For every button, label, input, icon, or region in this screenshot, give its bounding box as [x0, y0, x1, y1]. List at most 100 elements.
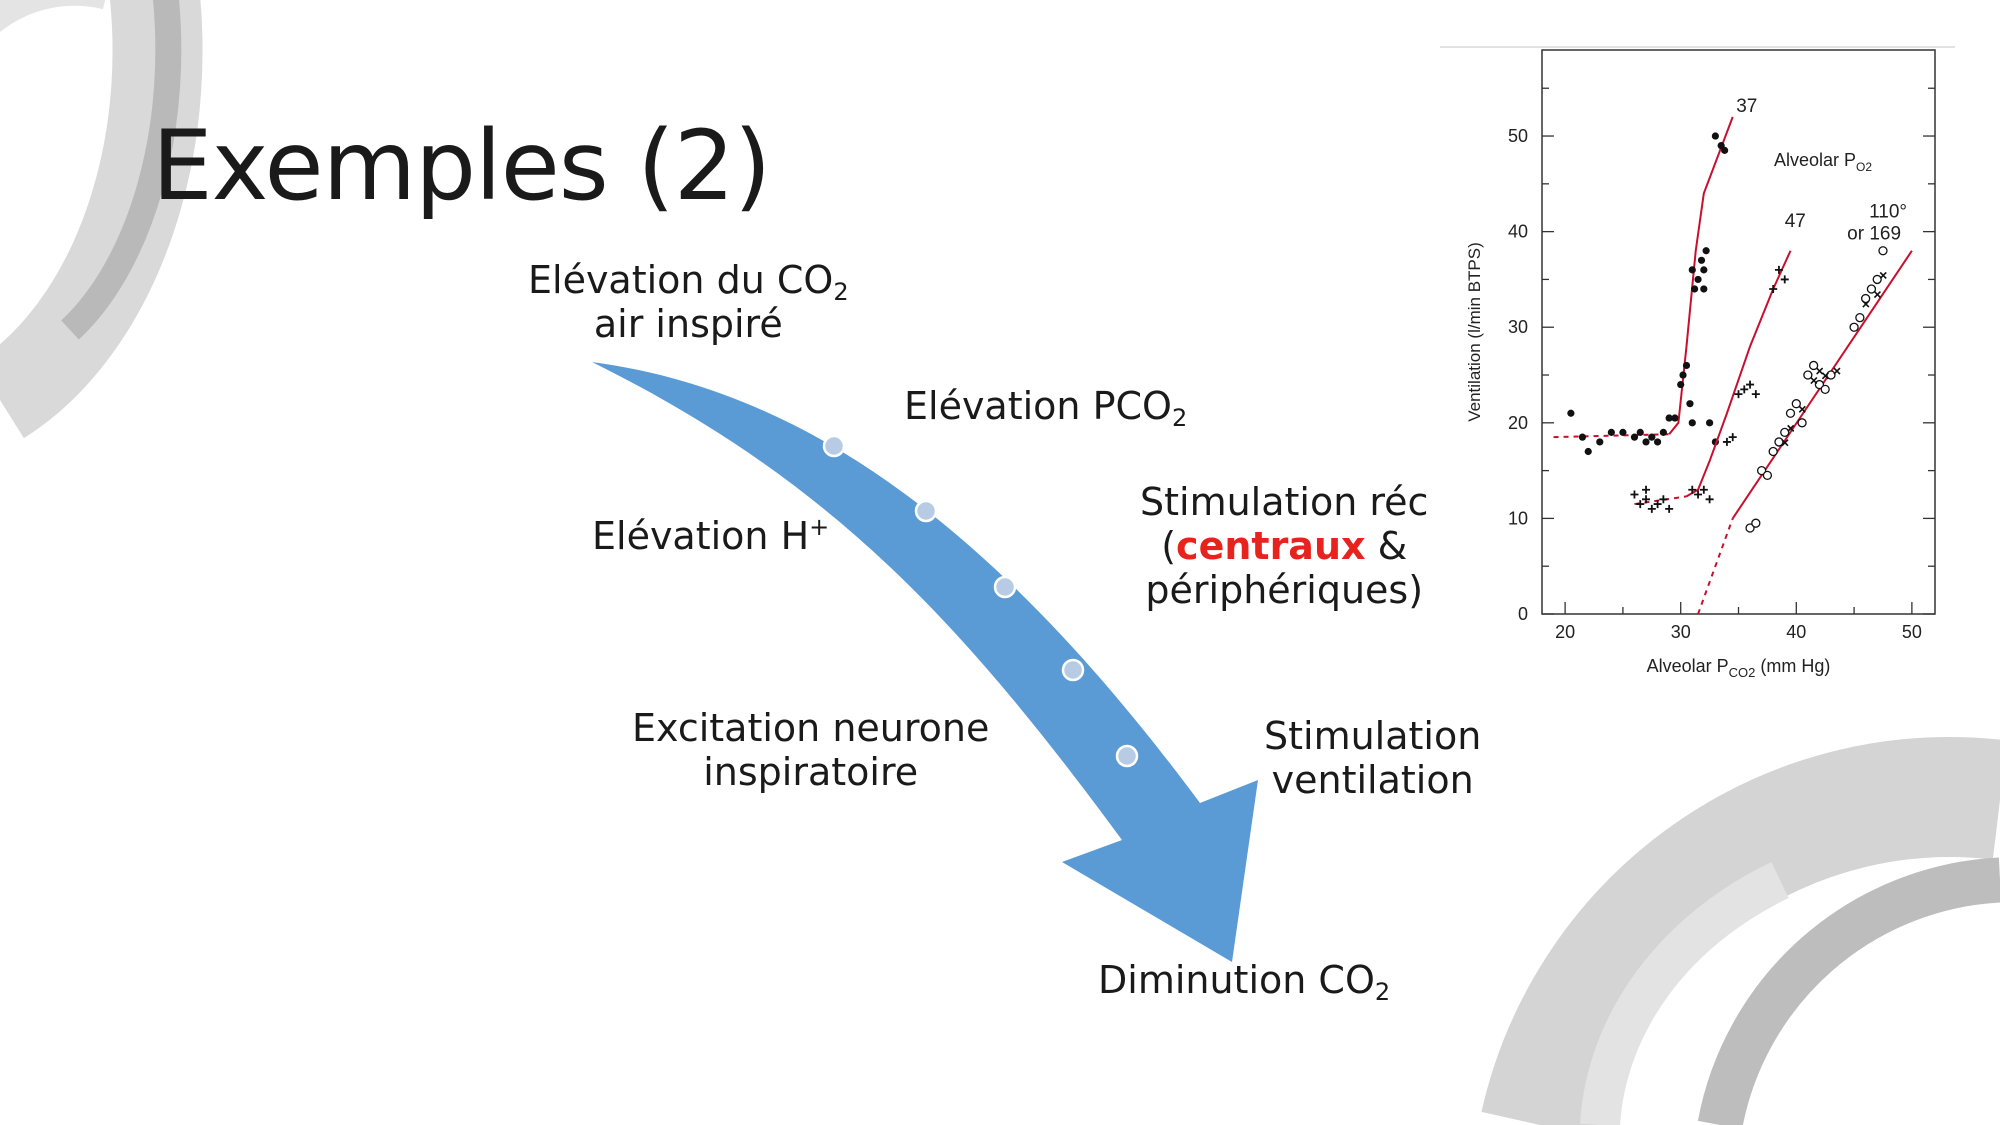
x-tick-label: 50 — [1902, 622, 1922, 642]
label-text: Excitation neurone — [632, 706, 990, 750]
data-point-circle — [1791, 399, 1801, 409]
series-curve-baseline — [1634, 495, 1687, 506]
data-point-circle — [1797, 418, 1807, 428]
y-tick-label: 40 — [1508, 222, 1528, 242]
label-text: ventilation — [1271, 758, 1474, 802]
data-point-circle — [1785, 408, 1796, 418]
subscript: 2 — [833, 278, 849, 306]
data-point-plus — [1722, 437, 1731, 446]
data-point-dot — [1700, 266, 1708, 274]
data-point-circle — [1808, 360, 1819, 371]
data-point-x — [1862, 300, 1870, 308]
x-tick-label: 20 — [1555, 622, 1575, 642]
label-text: & — [1365, 524, 1408, 568]
bottom-right-swirl — [1481, 737, 2000, 1125]
data-point-circle — [1820, 384, 1830, 395]
data-point-plus — [1665, 504, 1674, 513]
data-point-circle — [1872, 274, 1882, 285]
data-point-plus — [1688, 485, 1697, 494]
data-point-circle — [1849, 322, 1859, 332]
y-tick-label: 30 — [1508, 317, 1528, 337]
data-point-plus — [1659, 495, 1668, 504]
data-point-plus — [1769, 284, 1778, 293]
flow-arrow-body — [592, 362, 1258, 962]
data-point-circle — [1855, 313, 1865, 323]
data-point-dot — [1686, 400, 1694, 408]
chart-top-border — [1440, 46, 1955, 48]
data-point-x — [1833, 367, 1841, 375]
y-tick-label: 50 — [1508, 126, 1528, 146]
label-text: inspiratoire — [703, 750, 919, 794]
label-text: périphériques) — [1145, 568, 1424, 612]
data-point-dot — [1607, 428, 1615, 436]
data-point-circle — [1878, 246, 1888, 256]
data-point-dot — [1694, 275, 1702, 284]
flow-dot — [1115, 744, 1139, 768]
data-point-dot — [1636, 428, 1644, 436]
data-point-plus — [1647, 504, 1656, 513]
subscript: 2 — [1374, 978, 1391, 1006]
data-point-dot — [1690, 285, 1699, 293]
highlight-centraux: centraux — [1176, 524, 1366, 568]
series-curve-dashed — [1697, 518, 1734, 615]
data-point-circle — [1756, 465, 1767, 476]
data-point-dot — [1648, 433, 1656, 441]
series-label-110: 110° — [1869, 201, 1907, 222]
data-point-dot — [1584, 447, 1592, 456]
data-point-circle — [1860, 293, 1871, 304]
data-point-dot — [1697, 256, 1706, 264]
series-label-169: or 169 — [1847, 223, 1901, 244]
data-point-plus — [1728, 433, 1737, 442]
x-axis-label: Alveolar PCO2 (mm Hg) — [1647, 656, 1831, 680]
data-point-dot — [1671, 414, 1679, 422]
data-point-plus — [1642, 495, 1651, 504]
label-stimulation-recepteurs: Stimulation réc (centraux & périphérique… — [1140, 480, 1428, 612]
data-point-x — [1787, 424, 1795, 432]
x-axis-label-unit: (mm Hg) — [1755, 656, 1830, 676]
data-point-plus — [1746, 380, 1755, 389]
data-point-plus — [1780, 275, 1789, 284]
flow-dots — [822, 434, 1139, 768]
series-label-47: 47 — [1785, 211, 1806, 232]
data-point-dot — [1578, 433, 1587, 441]
data-point-plus — [1642, 485, 1651, 494]
legend-title-subscript: O2 — [1856, 160, 1872, 174]
data-point-dot — [1677, 380, 1685, 389]
flow-dot — [1061, 658, 1085, 682]
flow-dot — [914, 499, 938, 523]
y-tick-label: 10 — [1508, 508, 1528, 528]
data-point-dot — [1700, 285, 1708, 293]
data-point-plus — [1630, 490, 1639, 499]
data-point-dot — [1688, 266, 1696, 274]
subscript: 2 — [1171, 404, 1188, 432]
data-point-dot — [1653, 438, 1662, 446]
flow-dot — [993, 575, 1017, 599]
y-axis-label: Ventilation (l/min BTPS) — [1465, 242, 1484, 422]
data-point-dot — [1682, 361, 1691, 370]
data-point-circle — [1745, 523, 1755, 533]
slide-title: Exemples (2) — [152, 110, 771, 222]
data-point-plus — [1774, 265, 1783, 274]
label-excitation-neurone: Excitation neurone inspiratoire — [632, 706, 989, 794]
superscript: + — [809, 513, 830, 541]
data-point-x — [1879, 271, 1887, 279]
label-text: Elévation H — [592, 514, 810, 558]
data-point-x — [1821, 372, 1829, 380]
label-text: Elévation du CO — [528, 258, 834, 302]
data-point-circle — [1774, 437, 1784, 447]
data-point-dot — [1619, 428, 1627, 436]
data-point-dot — [1711, 132, 1719, 140]
data-point-x — [1810, 377, 1818, 385]
data-point-x — [1816, 367, 1824, 375]
label-text: Elévation PCO — [904, 384, 1172, 428]
legend-title: Alveolar PO2 — [1774, 150, 1872, 174]
data-point-plus — [1751, 390, 1760, 399]
y-tick-label: 0 — [1518, 604, 1528, 624]
data-point-plus — [1699, 485, 1708, 494]
data-point-circle — [1762, 470, 1773, 481]
series-curve — [1668, 116, 1734, 435]
label-text: Stimulation — [1264, 714, 1482, 758]
